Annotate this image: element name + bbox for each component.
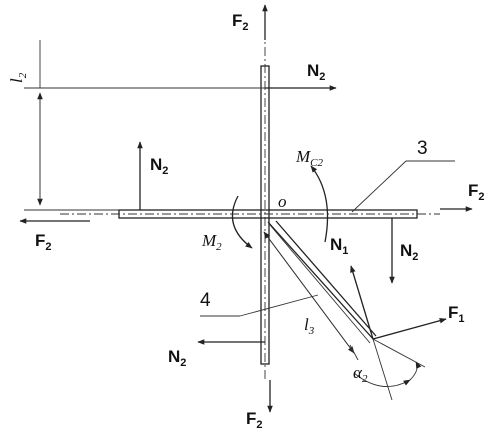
label-f2-top: F2	[232, 11, 249, 33]
svg-text:N2: N2	[168, 347, 186, 369]
svg-text:F2: F2	[35, 231, 52, 253]
label-l2: l2	[7, 72, 29, 83]
svg-text:F2: F2	[468, 181, 485, 203]
label-callout-4: 4	[200, 290, 211, 311]
label-n2-top: N2	[307, 61, 325, 83]
svg-text:F2: F2	[232, 11, 249, 33]
label-callout-3: 3	[417, 138, 428, 159]
inclined-link-edge-2	[275, 220, 377, 337]
label-f2-right: F2	[468, 181, 485, 203]
alpha-arc	[353, 372, 411, 387]
moment-mc2-arc	[310, 165, 329, 243]
dimension-l3-arrow	[263, 231, 355, 354]
svg-text:M2: M2	[201, 231, 222, 253]
label-l3: l3	[304, 315, 315, 337]
force-f1-arrow	[372, 317, 447, 340]
label-n2-right: N2	[400, 241, 418, 263]
svg-text:α2: α2	[353, 363, 368, 385]
label-n2-left: N2	[150, 155, 168, 177]
label-f1: F1	[448, 303, 465, 325]
svg-text:N2: N2	[400, 241, 418, 263]
svg-text:4: 4	[200, 290, 211, 311]
label-origin: o	[278, 192, 287, 211]
label-n2-bottom: N2	[168, 347, 186, 369]
label-mc2: MC2	[295, 147, 324, 169]
svg-text:3: 3	[417, 138, 428, 159]
label-m2: M2	[201, 231, 222, 253]
svg-text:N2: N2	[307, 61, 325, 83]
force-n1-arrow	[350, 265, 374, 340]
svg-text:l3: l3	[304, 315, 315, 337]
alpha-arc-end	[409, 361, 422, 381]
label-f2-bottom: F2	[246, 409, 263, 431]
inclined-link-edge-1	[267, 221, 375, 341]
alpha-reference-line	[372, 338, 393, 401]
callout-3-leader	[351, 160, 407, 213]
svg-text:N2: N2	[150, 155, 168, 177]
dimension-l3-tick	[349, 344, 359, 361]
moment-m2-arc	[231, 195, 253, 249]
label-alpha2: α2	[353, 363, 368, 385]
inclined-link-axis	[269, 224, 371, 344]
callout-4-leader	[239, 294, 319, 317]
svg-text:F1: F1	[448, 303, 465, 325]
svg-text:l2: l2	[7, 72, 29, 83]
svg-text:N1: N1	[330, 235, 348, 257]
label-n1: N1	[330, 235, 348, 257]
svg-text:o: o	[278, 192, 287, 211]
label-f2-left: F2	[35, 231, 52, 253]
svg-text:MC2: MC2	[295, 147, 324, 169]
svg-text:F2: F2	[246, 409, 263, 431]
